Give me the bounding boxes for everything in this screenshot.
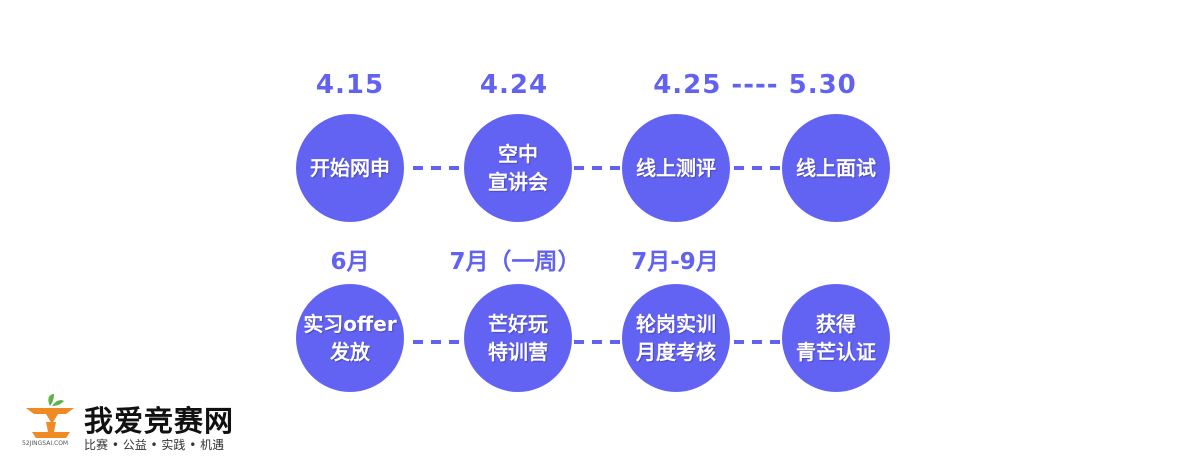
step-internship-offer: 实习offer 发放 [296, 284, 404, 392]
step-label-line: 轮岗实训 [636, 312, 716, 336]
step-training-camp: 芒好玩 特训营 [464, 284, 572, 392]
step-label-line: 获得 [816, 312, 856, 336]
date-label-5: 7月（一周） [449, 249, 581, 275]
connector-dash [574, 166, 624, 170]
date-label-1: 4.15 [315, 70, 385, 100]
step-label-line: 青芒认证 [796, 340, 876, 364]
date-label-4: 6月 [330, 249, 370, 275]
brand-watermark: 52JINGSAI.COM 我爱竞赛网 比赛 • 公益 • 实践 • 机遇 [20, 392, 260, 452]
connector-dash [734, 166, 784, 170]
step-label-line: 空中 [498, 142, 538, 166]
trophy-logo-icon [26, 394, 74, 438]
step-rotation-training: 轮岗实训 月度考核 [622, 284, 730, 392]
date-label-6: 7月-9月 [631, 249, 719, 275]
step-label-line: 线上测评 [636, 156, 716, 180]
step-online-interview: 线上面试 [782, 114, 890, 222]
date-label-3: 4.25 ---- 5.30 [653, 70, 857, 100]
step-label-line: 特训营 [488, 340, 548, 364]
connector-dash [734, 340, 784, 344]
connector-dash [413, 340, 463, 344]
step-label-line: 实习offer [303, 312, 397, 336]
step-label-line: 宣讲会 [488, 170, 548, 194]
connector-dash [574, 340, 624, 344]
step-label-line: 芒好玩 [488, 312, 548, 336]
brand-tagline: 比赛 • 公益 • 实践 • 机遇 [84, 438, 225, 452]
step-start-application: 开始网申 [296, 114, 404, 222]
brand-url: 52JINGSAI.COM [22, 440, 69, 447]
step-certification: 获得 青芒认证 [782, 284, 890, 392]
step-online-presentation: 空中 宣讲会 [464, 114, 572, 222]
step-online-assessment: 线上测评 [622, 114, 730, 222]
step-label-line: 发放 [330, 340, 370, 364]
step-label-line: 线上面试 [796, 156, 876, 180]
step-label-line: 月度考核 [636, 340, 716, 364]
brand-name: 我爱竞赛网 [84, 404, 235, 438]
date-label-2: 4.24 [479, 70, 549, 100]
step-label-line: 开始网申 [310, 156, 390, 180]
connector-dash [413, 166, 463, 170]
